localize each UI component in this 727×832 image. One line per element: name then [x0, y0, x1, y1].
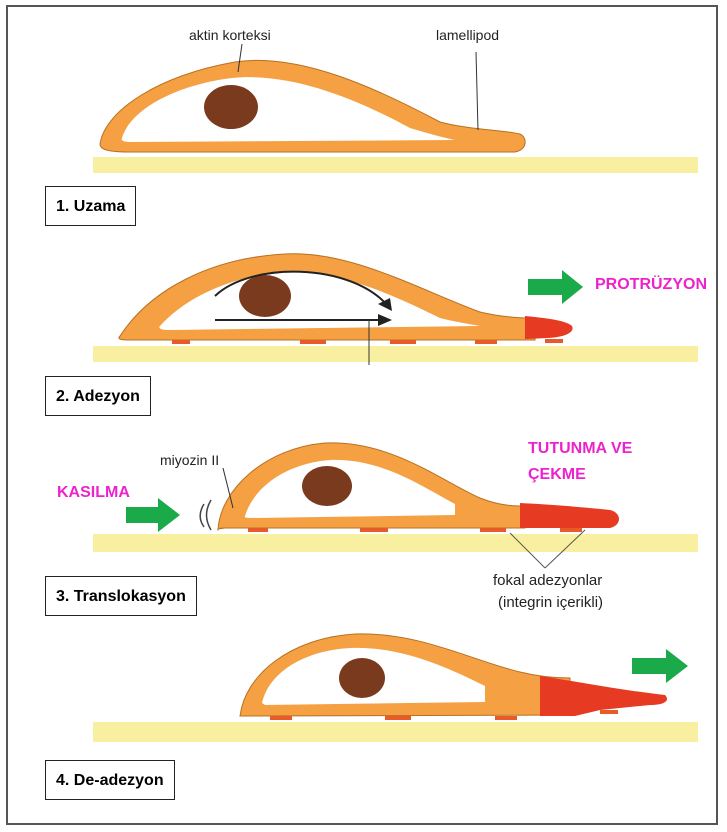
- substrate-4: [93, 722, 698, 742]
- grip-label-1: TUTUNMA VE: [528, 440, 632, 458]
- substrate-bumps-3: [248, 528, 582, 532]
- lamellipod-label: lamellipod: [436, 27, 499, 43]
- step-label-3: 3. Translokasyon: [45, 576, 197, 616]
- step-label-4: 4. De-adezyon: [45, 760, 175, 800]
- deadhesion-arrow: [632, 649, 688, 683]
- substrate-3: [93, 534, 698, 552]
- grip-label-2: ÇEKME: [528, 466, 586, 484]
- lamellipod-leader: [476, 52, 478, 130]
- myosin-label: miyozin II: [160, 452, 219, 468]
- adhesion-front-3: [520, 503, 619, 528]
- adhesion-front-2: [525, 316, 573, 339]
- nucleus-4: [339, 658, 385, 698]
- contraction-label: KASILMA: [57, 484, 130, 502]
- contraction-arrow: [126, 498, 180, 532]
- substrate-2: [93, 346, 698, 362]
- substrate-1: [93, 157, 698, 173]
- protrusion-label: PROTRÜZYON: [595, 276, 707, 294]
- motion-lines: [200, 500, 211, 530]
- step-label-1: 1. Uzama: [45, 186, 136, 226]
- actin-cortex-label: aktin korteksi: [189, 27, 271, 43]
- focal-adhesions-label-1: fokal adezyonlar: [493, 572, 602, 589]
- nucleus-3: [302, 466, 352, 506]
- protrusion-arrow: [528, 270, 583, 304]
- focal-adhesions-label-2: (integrin içerikli): [498, 594, 603, 611]
- nucleus-2: [239, 275, 291, 317]
- step-label-2: 2. Adezyon: [45, 376, 151, 416]
- nucleus-1: [204, 85, 258, 129]
